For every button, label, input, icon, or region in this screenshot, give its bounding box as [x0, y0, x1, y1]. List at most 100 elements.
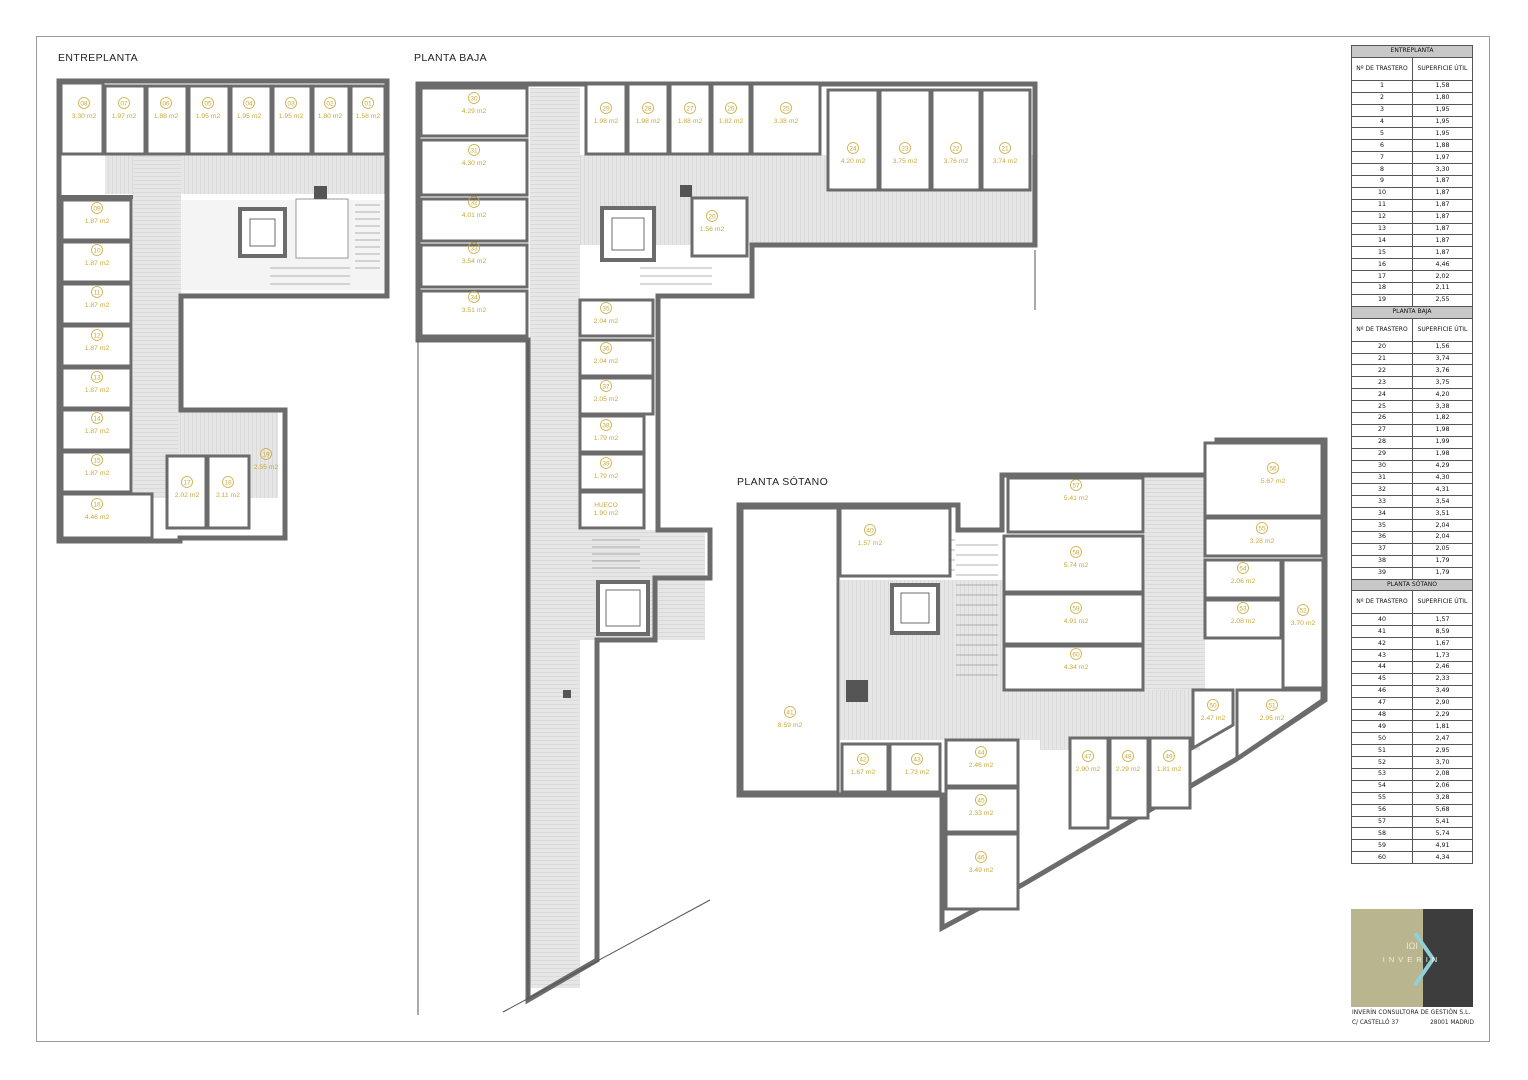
- legend-unit-number: 50: [1351, 732, 1413, 746]
- legend-unit-number: 49: [1351, 720, 1413, 734]
- legend-section-title: ENTREPLANTA: [1351, 45, 1473, 58]
- legend-unit-area: 2,02: [1412, 270, 1473, 284]
- legend-unit-area: 2,05: [1412, 542, 1473, 556]
- unit-area: 2.90 m2: [1076, 766, 1101, 773]
- unit-number-marker: [91, 371, 103, 383]
- unit-number-marker: [1070, 479, 1082, 491]
- unit-number: 46: [977, 855, 985, 862]
- unit-area: 1.87 m2: [85, 260, 110, 267]
- unit-number-marker: [864, 524, 876, 536]
- unit-number: 01: [364, 101, 372, 108]
- unit-number-marker: [324, 97, 336, 109]
- unit-number: 50: [1209, 703, 1217, 710]
- legend-column-header: SUPERFICIE ÚTIL: [1412, 590, 1473, 615]
- unit-area: 2.08 m2: [1231, 618, 1256, 625]
- legend-unit-number: 40: [1351, 613, 1413, 627]
- legend-unit-number: 16: [1351, 258, 1413, 272]
- legend-column-header: SUPERFICIE ÚTIL: [1412, 317, 1473, 342]
- unit-number: 12: [93, 333, 101, 340]
- legend-unit-number: 9: [1351, 175, 1413, 188]
- unit-number: 45: [977, 798, 985, 805]
- unit-number: 53: [1239, 606, 1247, 613]
- legend-unit-area: 1,87: [1412, 222, 1473, 236]
- legend-unit-number: 41: [1351, 625, 1413, 639]
- unit-area: 4.29 m2: [462, 108, 487, 115]
- unit-number-marker: [725, 102, 737, 114]
- legend-unit-number: 55: [1351, 791, 1413, 805]
- unit-area: 1.95 m2: [279, 113, 304, 120]
- unit-area: 2.33 m2: [969, 810, 994, 817]
- legend-unit-number: 52: [1351, 756, 1413, 769]
- company-name: INVERÍN CONSULTORA DE GESTIÓN S.L.: [1352, 1010, 1471, 1016]
- unit-number: 22: [952, 146, 960, 153]
- unit-number: 23: [901, 146, 909, 153]
- unit-number: 40: [866, 528, 874, 535]
- plan-planta-sotano: [736, 437, 1328, 933]
- legend-unit-number: 37: [1351, 542, 1413, 556]
- legend-unit-area: 1,87: [1412, 198, 1473, 212]
- legend-unit-number: 48: [1351, 708, 1413, 722]
- unit-number: 06: [162, 101, 170, 108]
- legend-unit-number: 13: [1351, 222, 1413, 236]
- unit-area: 4.91 m2: [1064, 618, 1089, 625]
- legend-unit-area: 3,75: [1412, 376, 1473, 390]
- legend-unit-number: 22: [1351, 364, 1413, 378]
- legend-unit-area: 1,87: [1412, 234, 1473, 248]
- legend-unit-number: 47: [1351, 696, 1413, 710]
- unit-number-marker: [468, 291, 480, 303]
- legend-unit-area: 4,46: [1412, 258, 1473, 272]
- unit-area: 1.87 m2: [85, 470, 110, 477]
- unit-number-marker: [706, 210, 718, 222]
- unit-number: 19: [262, 452, 270, 459]
- unit-number-marker: [91, 329, 103, 341]
- legend-unit-number: 23: [1351, 376, 1413, 390]
- legend-unit-area: 3,54: [1412, 495, 1473, 509]
- legend-unit-area: 1,79: [1412, 554, 1473, 568]
- unit-area: 3.75 m2: [893, 158, 918, 165]
- legend-unit-number: 54: [1351, 779, 1413, 793]
- unit-area: 3.51 m2: [462, 307, 487, 314]
- unit-number-marker: [181, 476, 193, 488]
- legend-unit-area: 2,90: [1412, 696, 1473, 710]
- unit-area: 2.04 m2: [594, 318, 619, 325]
- legend-unit-area: 1,58: [1412, 79, 1473, 93]
- legend-unit-number: 26: [1351, 412, 1413, 425]
- unit-number-marker: [780, 102, 792, 114]
- plan-planta-baja: [415, 81, 1038, 1015]
- legend-unit-number: 15: [1351, 246, 1413, 260]
- unit-number-marker: [600, 102, 612, 114]
- unit-number-marker: [642, 102, 654, 114]
- unit-number-marker: [160, 97, 172, 109]
- unit-number: 25: [782, 106, 790, 113]
- unit-number: 26: [727, 106, 735, 113]
- unit-number: 20: [708, 214, 716, 221]
- unit-number: 15: [93, 458, 101, 465]
- unit-number-marker: [78, 97, 90, 109]
- unit-number-marker: [260, 448, 272, 460]
- legend-section-title: PLANTA BAJA: [1351, 305, 1473, 319]
- legend-unit-number: 38: [1351, 554, 1413, 568]
- unit-number: 52: [1299, 608, 1307, 615]
- unit-area: 4.46 m2: [85, 514, 110, 521]
- chevron-right-icon: [1413, 931, 1436, 987]
- unit-number: 51: [1268, 703, 1276, 710]
- unit-number: 17: [183, 480, 191, 487]
- unit-area: 1.98 m2: [594, 118, 619, 125]
